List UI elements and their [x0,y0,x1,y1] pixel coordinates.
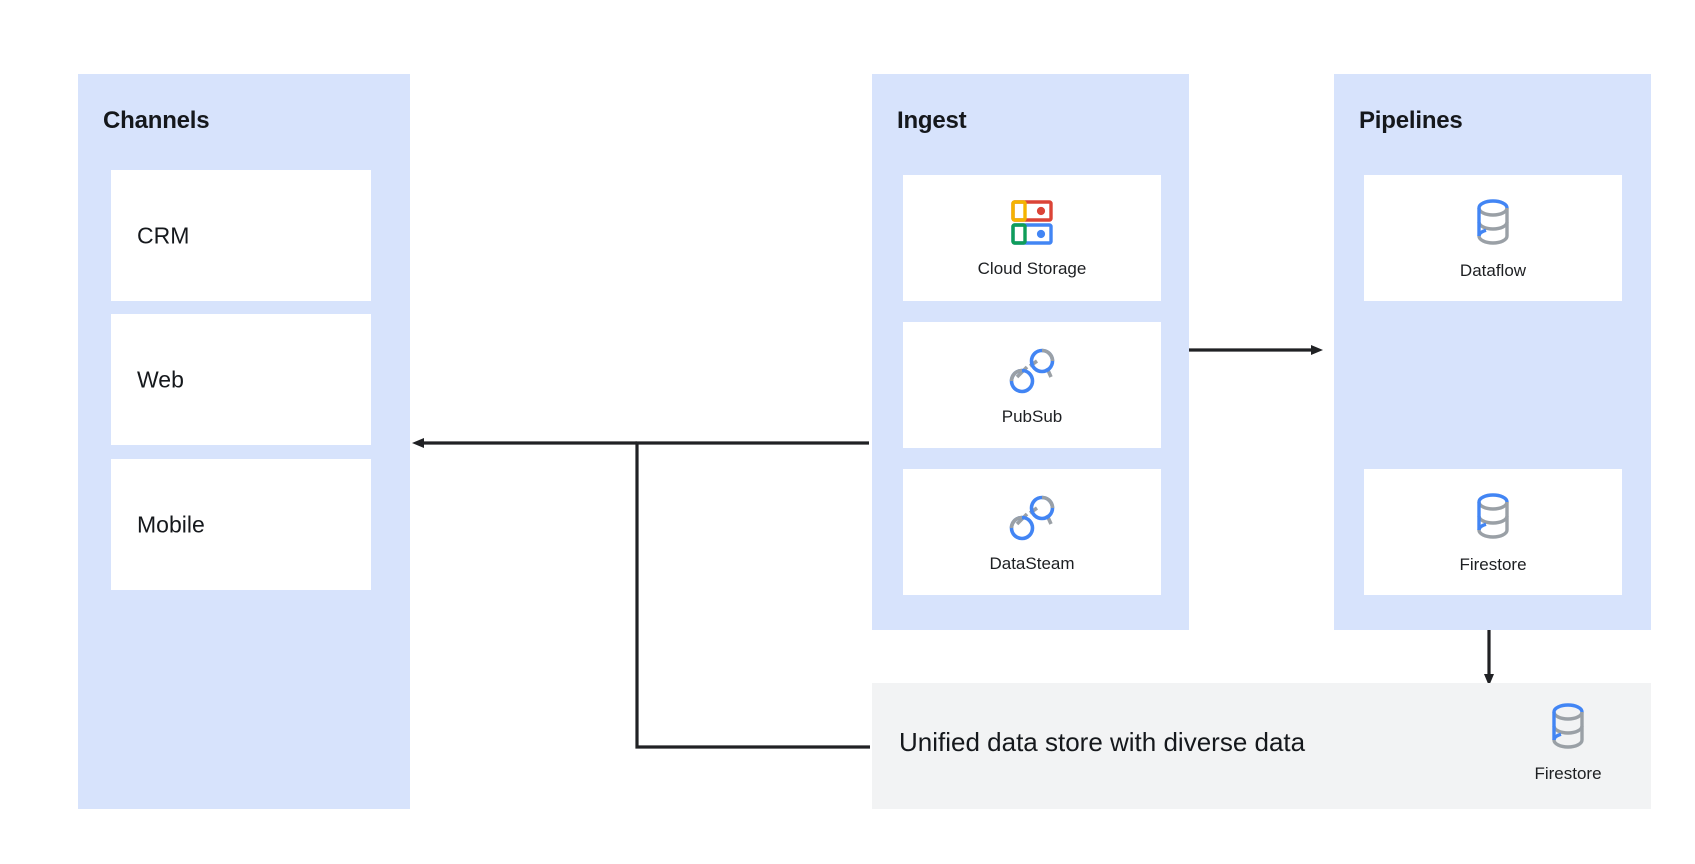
ingest-card-pubsub-label: PubSub [1001,406,1063,426]
pipeline-card-firestore-label: Firestore [1459,554,1527,574]
firestore-icon [1543,700,1593,754]
channel-card-crm[interactable]: CRM [111,170,371,301]
unified-data-store-label: Unified data store with diverse data [899,727,1306,757]
group-ingest-title: Ingest [897,107,967,134]
datastream-icon [1006,491,1058,543]
channel-card-mobile-label: Mobile [137,511,205,537]
group-pipelines-title: Pipelines [1359,107,1463,134]
pubsub-icon [1006,344,1058,396]
channel-card-web-label: Web [137,366,184,392]
ingest-card-cloud-storage[interactable]: Cloud Storage [903,175,1161,301]
dataflow-icon [1468,196,1518,250]
channel-card-mobile[interactable]: Mobile [111,459,371,590]
group-channels-title: Channels [103,107,210,134]
ingest-card-datastream-label: DataSteam [989,553,1075,573]
ingest-card-pubsub[interactable]: PubSub [903,322,1161,448]
pipeline-card-dataflow-label: Dataflow [1459,260,1527,280]
ingest-card-datastream[interactable]: DataSteam [903,469,1161,595]
arrow-unified-store-to-channels [412,438,870,749]
firestore-icon [1468,490,1518,544]
unified-store-card-firestore-label: Firestore [1534,764,1602,783]
pipeline-card-firestore[interactable]: Firestore [1364,469,1622,595]
cloud-storage-icon [1006,198,1058,248]
unified-data-store-bar: Unified data store with diverse data [872,683,1651,809]
channel-card-web[interactable]: Web [111,314,371,445]
channel-card-crm-label: CRM [137,222,190,248]
ingest-card-cloud-storage-label: Cloud Storage [977,258,1087,278]
unified-store-card-firestore[interactable]: Firestore [1518,700,1618,784]
pipeline-card-dataflow[interactable]: Dataflow [1364,175,1622,301]
